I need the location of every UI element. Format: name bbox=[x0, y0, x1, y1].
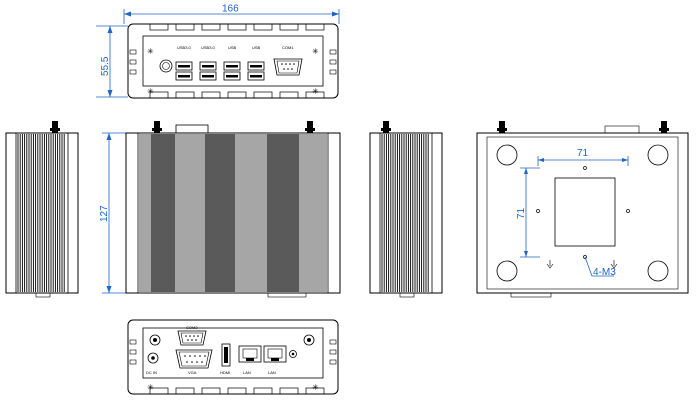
antenna-icon bbox=[305, 121, 315, 133]
antenna-icon bbox=[50, 121, 60, 133]
fin bbox=[253, 387, 273, 395]
hole-callout-label: 4-M3 bbox=[593, 267, 616, 278]
antenna-icon bbox=[497, 121, 507, 133]
com1-port bbox=[273, 58, 303, 76]
front-port-label: USB3.0 bbox=[177, 45, 192, 50]
fin bbox=[253, 91, 273, 99]
power-button-icon bbox=[159, 59, 173, 73]
side-height-label: 127 bbox=[99, 205, 110, 222]
right-side-fins bbox=[381, 134, 429, 292]
fin bbox=[227, 23, 247, 31]
fin bbox=[201, 23, 221, 31]
front-width-label: 166 bbox=[222, 4, 239, 15]
antenna-icon bbox=[152, 121, 162, 133]
front-port-label: USB bbox=[252, 45, 261, 50]
fin bbox=[305, 387, 325, 395]
fin bbox=[227, 91, 247, 99]
front-port-label: USB3.0 bbox=[201, 45, 216, 50]
left-side-view bbox=[5, 121, 79, 298]
svg-text:✳: ✳ bbox=[147, 47, 154, 56]
fin bbox=[149, 91, 169, 99]
hdmi-port bbox=[221, 343, 231, 367]
lan-port bbox=[238, 345, 262, 363]
svg-text:✳: ✳ bbox=[147, 383, 154, 392]
left-side-fins bbox=[17, 134, 65, 292]
front-width-dimension: 166 bbox=[123, 4, 340, 24]
fin bbox=[227, 387, 247, 395]
com2-port bbox=[177, 330, 207, 346]
hole-callout: 4-M3 bbox=[584, 256, 616, 278]
fin bbox=[149, 23, 169, 31]
fin bbox=[175, 23, 195, 31]
bottom-view: 71 71 4-M3 bbox=[476, 121, 689, 298]
bottom-spacing-x-label: 71 bbox=[577, 148, 589, 159]
fin bbox=[253, 23, 273, 31]
svg-text:✳: ✳ bbox=[312, 383, 319, 392]
mounting-hole-icon bbox=[536, 166, 630, 259]
antenna-icon bbox=[659, 121, 669, 133]
arrow-mark-icon bbox=[546, 260, 618, 269]
front-height-label: 55.5 bbox=[100, 56, 111, 76]
rear-screw-icon: ✳ ✳ bbox=[147, 383, 319, 392]
bottom-spacing-y-label: 71 bbox=[516, 207, 527, 219]
rear-port-label: LAN bbox=[243, 370, 251, 375]
center-side-fins bbox=[139, 134, 327, 292]
front-side-slots bbox=[129, 49, 337, 75]
front-view: 166 55.5 ✳ ✳ ✳ bbox=[96, 4, 340, 99]
fin bbox=[149, 387, 169, 395]
front-top-fins bbox=[149, 23, 325, 31]
bottom-spacing-x-dimension: 71 bbox=[537, 148, 629, 166]
fin bbox=[279, 23, 299, 31]
fin bbox=[305, 91, 325, 99]
rear-view: ✳ ✳ DC IN VGA HDMI LAN LAN COM2 bbox=[127, 319, 339, 395]
rear-port-label: VGA bbox=[188, 370, 197, 375]
front-port-label: USB bbox=[228, 45, 237, 50]
vga-port bbox=[175, 349, 213, 369]
right-side-view bbox=[369, 121, 443, 298]
center-side-view: 127 bbox=[99, 121, 341, 298]
rubber-foot-icon bbox=[496, 144, 669, 282]
front-bottom-fins bbox=[149, 91, 325, 99]
side-height-dimension: 127 bbox=[99, 132, 136, 294]
rear-port-label: HDMI bbox=[220, 370, 230, 375]
bottom-spacing-y-dimension: 71 bbox=[516, 167, 540, 258]
antenna-icon bbox=[381, 121, 391, 133]
rear-side-slots bbox=[129, 339, 337, 365]
svg-text:✳: ✳ bbox=[312, 87, 319, 96]
rear-port-label: DC IN bbox=[146, 370, 157, 375]
rear-port-labels: DC IN VGA HDMI LAN LAN COM2 bbox=[146, 325, 276, 375]
fin bbox=[201, 91, 221, 99]
front-height-dimension: 55.5 bbox=[96, 25, 128, 98]
audio-jack-icon bbox=[289, 350, 297, 358]
antenna-connector-icon bbox=[149, 334, 315, 346]
front-port-labels: USB3.0 USB3.0 USB USB COM1 bbox=[177, 45, 294, 50]
fin bbox=[305, 23, 325, 31]
front-screw-icon: ✳ ✳ ✳ ✳ bbox=[147, 47, 319, 96]
lan-port bbox=[263, 345, 287, 363]
rear-bottom-fins bbox=[149, 387, 325, 395]
fin bbox=[175, 91, 195, 99]
front-usb-ports bbox=[175, 61, 265, 81]
fin bbox=[279, 387, 299, 395]
front-port-label: COM1 bbox=[282, 45, 294, 50]
svg-text:✳: ✳ bbox=[147, 87, 154, 96]
svg-text:✳: ✳ bbox=[312, 47, 319, 56]
rear-port-label: COM2 bbox=[186, 325, 198, 330]
fin bbox=[201, 387, 221, 395]
dc-in-port bbox=[147, 352, 159, 364]
fin bbox=[175, 387, 195, 395]
fin bbox=[279, 91, 299, 99]
rear-port-label: LAN bbox=[268, 370, 276, 375]
